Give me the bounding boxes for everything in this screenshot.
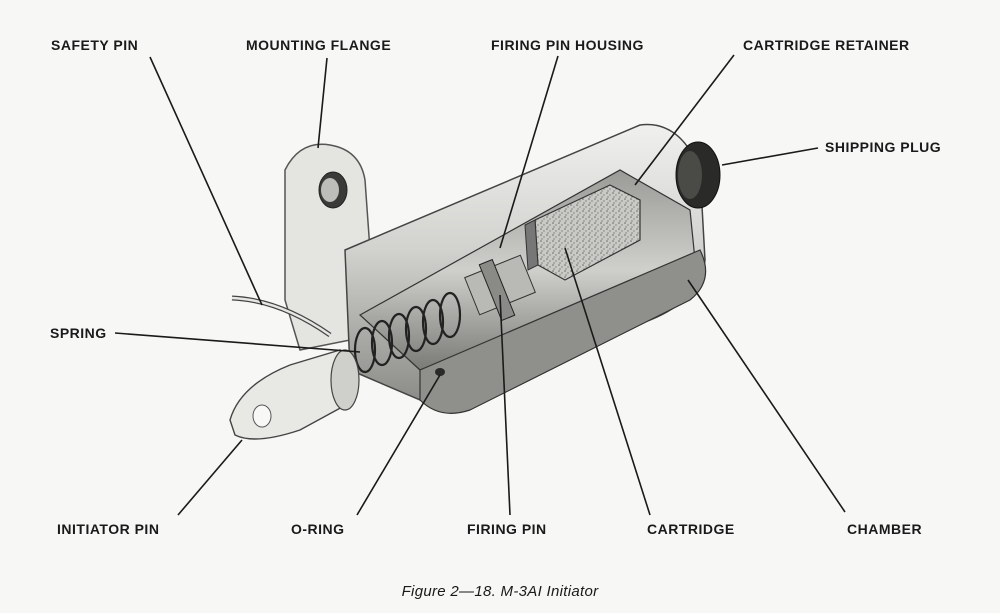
safety-pin-part (231, 295, 332, 338)
leader-o-ring (356, 374, 441, 516)
shipping-plug-part (675, 141, 721, 209)
cartridge-part (524, 184, 641, 281)
label-spring: SPRING (50, 325, 107, 341)
label-safety-pin: SAFETY PIN (51, 37, 139, 53)
leader-chamber (687, 279, 846, 513)
label-cartridge: CARTRIDGE (647, 521, 735, 537)
leader-firing-pin-housing (499, 55, 559, 249)
label-cartridge-retainer: CARTRIDGE RETAINER (743, 37, 910, 53)
initiator-pin-part (229, 349, 360, 440)
leader-cartridge (564, 247, 651, 516)
leader-firing-pin (499, 294, 511, 516)
leader-shipping-plug (721, 147, 819, 166)
leader-lines (114, 54, 846, 516)
leader-safety-pin (149, 56, 263, 306)
o-ring-part (435, 368, 445, 376)
label-shipping-plug: SHIPPING PLUG (825, 139, 942, 155)
label-firing-pin-housing: FIRING PIN HOUSING (491, 37, 644, 53)
leader-mounting-flange (317, 57, 328, 149)
label-o-ring: O-RING (291, 521, 345, 537)
spring-part (353, 291, 462, 374)
label-firing-pin: FIRING PIN (467, 521, 547, 537)
leader-initiator-pin (177, 439, 243, 516)
firing-pin-housing-part (464, 254, 536, 322)
leader-cartridge-retainer (634, 54, 735, 186)
label-initiator-pin: INITIATOR PIN (57, 521, 160, 537)
label-chamber: CHAMBER (847, 521, 923, 537)
leader-spring (114, 332, 361, 353)
label-mounting-flange: MOUNTING FLANGE (246, 37, 392, 53)
figure-caption: Figure 2—18. M-3AI Initiator (401, 583, 599, 600)
